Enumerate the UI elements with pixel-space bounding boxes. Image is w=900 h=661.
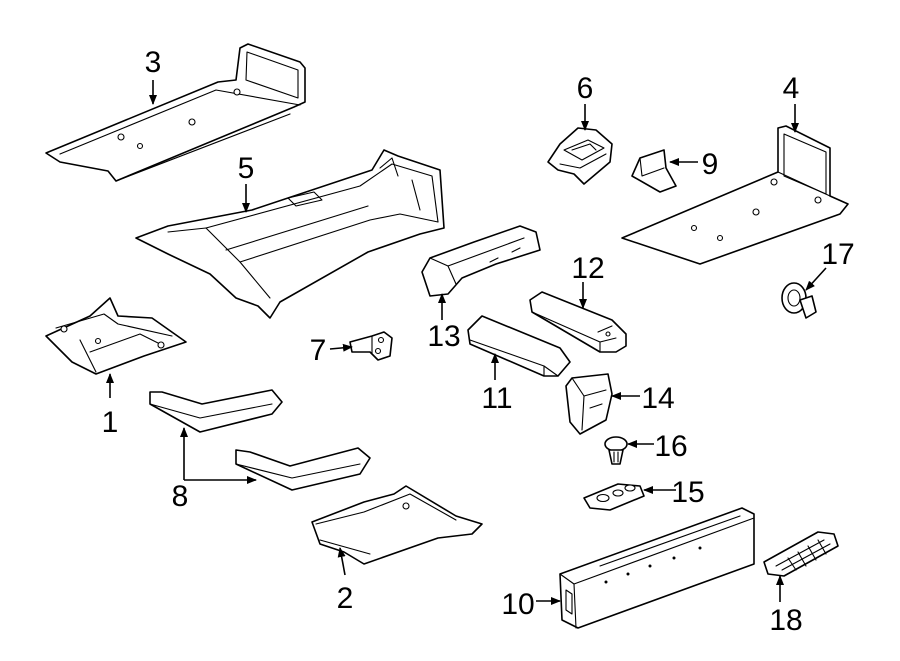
- leader-lines: [106, 80, 827, 605]
- part-15-plate: [583, 483, 645, 511]
- leader-7: [329, 343, 353, 352]
- leader-2: [337, 547, 346, 576]
- part-2-rear-panel: [311, 485, 483, 565]
- part-1-bracket: [45, 297, 187, 375]
- callout-2: 2: [337, 582, 354, 615]
- callout-4: 4: [783, 72, 800, 105]
- part-10-rocker: [559, 507, 755, 629]
- part-17-clip: [781, 282, 817, 319]
- callout-1: 1: [102, 406, 119, 439]
- part-18-pad: [763, 531, 839, 577]
- part-8-scuff-plate-upper: [149, 389, 283, 433]
- callout-11: 11: [481, 382, 512, 415]
- callout-8: 8: [172, 480, 189, 513]
- part-6-seat-mount: [547, 127, 613, 185]
- callout-5: 5: [238, 152, 255, 185]
- part-14-bracket: [565, 373, 613, 435]
- part-7-bracket: [349, 331, 393, 361]
- callout-14: 14: [641, 382, 674, 415]
- callout-labels: 3 5 1 2 7 6 9 4 17 12 13 11 14 16 15 10 …: [102, 46, 855, 637]
- part-5-center-floor: [135, 149, 445, 319]
- callout-18: 18: [769, 604, 802, 637]
- part-16-pin: [604, 436, 628, 465]
- callout-17: 17: [821, 238, 854, 271]
- part-13-trim: [421, 225, 541, 297]
- part-4-floor-panel: [621, 125, 849, 265]
- part-3-floor-panel: [45, 43, 306, 182]
- callout-13: 13: [427, 320, 460, 353]
- leader-17: [805, 267, 827, 291]
- callout-9: 9: [702, 148, 719, 181]
- part-11-sill: [467, 315, 571, 377]
- callout-7: 7: [310, 334, 327, 367]
- callout-12: 12: [571, 252, 604, 285]
- callout-3: 3: [145, 46, 162, 79]
- part-12-sill: [529, 291, 627, 353]
- callout-6: 6: [577, 72, 594, 105]
- part-8-scuff-plate-lower: [235, 447, 371, 491]
- callout-10: 10: [501, 588, 534, 621]
- callout-16: 16: [654, 430, 687, 463]
- part-9-bracket: [631, 149, 677, 193]
- callout-15: 15: [671, 476, 704, 509]
